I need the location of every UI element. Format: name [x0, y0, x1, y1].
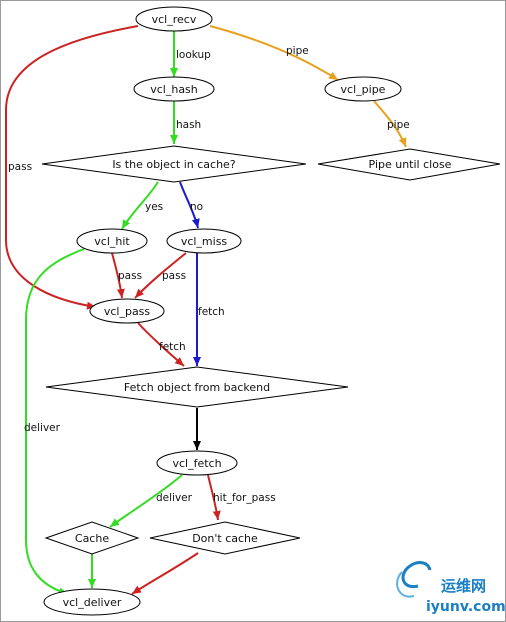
node-cache: Cache — [44, 521, 140, 555]
edge-label-pass-fetch: fetch — [159, 341, 186, 353]
node-vcl-recv: vcl_recv — [135, 6, 213, 32]
edge-dontcache-deliver — [131, 552, 199, 595]
node-cache-check-label: Is the object in cache? — [112, 158, 236, 171]
edge-label-lookup: lookup — [176, 49, 211, 61]
node-cache-check: Is the object in cache? — [41, 145, 307, 183]
node-fetch-backend-label: Fetch object from backend — [124, 381, 270, 394]
node-vcl-fetch: vcl_fetch — [156, 450, 238, 476]
node-vcl-hash-label: vcl_hash — [150, 83, 198, 96]
edge-fetch-deliver — [109, 474, 183, 528]
edge-pipe-pipe — [373, 100, 407, 148]
node-vcl-recv-label: vcl_recv — [152, 13, 197, 26]
node-vcl-hash: vcl_hash — [133, 76, 215, 102]
edge-fetch-hitforpass — [207, 474, 221, 521]
node-vcl-deliver: vcl_deliver — [43, 588, 141, 616]
edge-check-yes — [121, 181, 159, 230]
edge-label-recv-pass: pass — [8, 161, 32, 173]
edge-recv-pass — [5, 25, 139, 310]
node-vcl-hit-label: vcl_hit — [94, 235, 130, 248]
edge-label-no: no — [190, 201, 203, 213]
edge-pass-fetch — [137, 322, 185, 367]
node-dont-cache-label: Don't cache — [192, 532, 258, 545]
watermark-cn-text: 运维网 — [441, 577, 486, 595]
edge-recv-pipe — [209, 25, 339, 81]
watermark-swirl-icon — [396, 561, 432, 598]
edge-label-hit-deliver: deliver — [24, 422, 61, 434]
watermark-site-text: iyunv.com — [426, 599, 506, 615]
node-vcl-deliver-label: vcl_deliver — [63, 596, 122, 609]
node-cache-label: Cache — [75, 532, 109, 545]
edge-label-hit-pass: pass — [118, 270, 142, 282]
watermark-logo: 运维网 iyunv.com — [396, 561, 506, 615]
edge-hit-pass — [111, 252, 125, 299]
edge-check-no — [179, 181, 200, 229]
node-vcl-hit: vcl_hit — [76, 228, 148, 254]
node-vcl-fetch-label: vcl_fetch — [172, 457, 221, 470]
node-vcl-pipe-label: vcl_pipe — [341, 83, 386, 96]
node-pipe-until-close: Pipe until close — [317, 148, 501, 181]
edge-label-miss-fetch: fetch — [198, 306, 225, 318]
node-vcl-pass: vcl_pass — [89, 298, 165, 324]
edge-label-pipe: pipe — [286, 45, 309, 57]
node-vcl-miss-label: vcl_miss — [181, 235, 228, 248]
edge-label-hash: hash — [176, 119, 201, 131]
node-fetch-backend: Fetch object from backend — [45, 366, 349, 408]
edge-label-hit-for-pass: hit_for_pass — [213, 492, 276, 504]
edge-miss-pass — [134, 252, 187, 299]
edge-label-miss-pass: pass — [162, 270, 186, 282]
edge-hit-deliver — [25, 248, 85, 596]
edge-label-pipe-2: pipe — [387, 119, 410, 131]
node-dont-cache: Don't cache — [149, 521, 301, 555]
node-pipe-until-close-label: Pipe until close — [369, 158, 452, 171]
node-vcl-pipe: vcl_pipe — [324, 76, 402, 102]
node-vcl-pass-label: vcl_pass — [104, 305, 151, 318]
edge-label-yes: yes — [145, 201, 163, 213]
node-vcl-miss: vcl_miss — [166, 228, 242, 254]
edge-label-fetch-deliver: deliver — [156, 492, 193, 504]
